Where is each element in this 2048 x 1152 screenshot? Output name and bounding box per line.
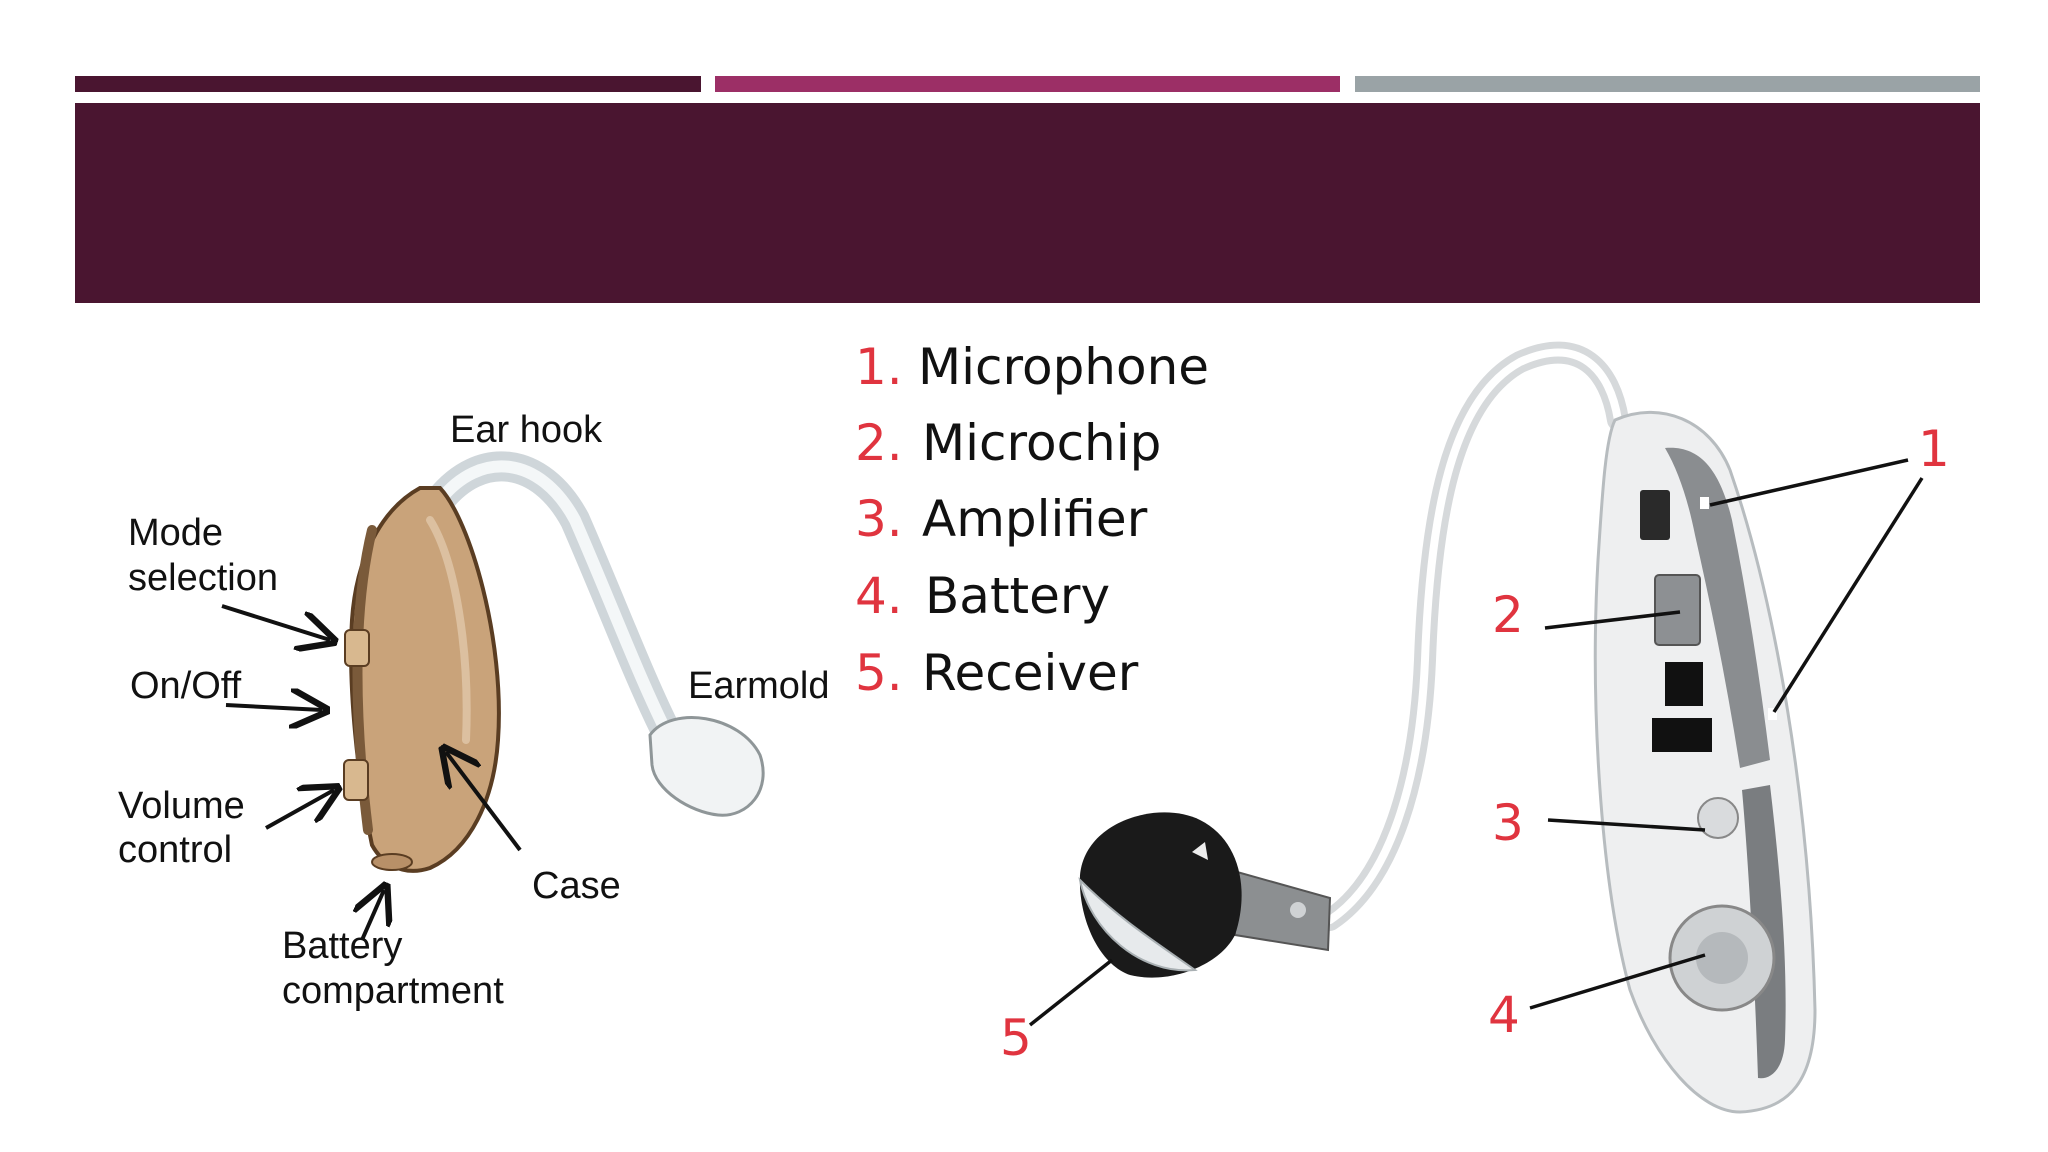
callout-lines (1028, 458, 1924, 1027)
earmold-shape (648, 716, 765, 817)
callout-line-1b (1772, 477, 1924, 713)
callout-number-2: 2 (1492, 586, 1524, 644)
parts-list-label-1: Microphone (918, 338, 1209, 396)
callout-number-1: 1 (1918, 420, 1950, 478)
cutaway-hearing-aid-illustration (1078, 341, 1817, 1114)
parts-list-label-4: Battery (925, 567, 1110, 625)
callout-number-5: 5 (1000, 1009, 1032, 1067)
arrow-onoff (225, 705, 322, 710)
mic-port-upper (1700, 497, 1709, 509)
callout-line-2 (1544, 610, 1681, 630)
component-microchip (1654, 574, 1701, 646)
callout-line-5 (1028, 958, 1114, 1027)
receiver-dome-clear (1078, 876, 1198, 972)
arrow-case (446, 752, 522, 852)
label-onoff: On/Off (130, 665, 242, 707)
parts-list: 1. Microphone 2. Microchip 3. Amplifier … (855, 338, 1209, 702)
callout-line-1a (1709, 458, 1909, 507)
parts-list-label-2: Microchip (922, 414, 1161, 472)
parts-list-num-5: 5. (855, 644, 903, 702)
title-band (75, 103, 1980, 303)
ear-hook-tube-highlight (434, 460, 674, 741)
volume-wheel (343, 759, 369, 801)
receiver-wire-highlight (1326, 348, 1622, 924)
label-case: Case (532, 865, 621, 907)
label-volume-line2: control (118, 829, 232, 871)
callout-line-3 (1547, 818, 1706, 832)
label-battery-line1: Battery (282, 925, 402, 967)
left-arrows (221, 604, 522, 941)
label-battery-line2: compartment (282, 970, 504, 1012)
callout-number-3: 3 (1492, 794, 1524, 852)
parts-list-label-5: Receiver (922, 644, 1139, 702)
component-mic-block (1640, 490, 1670, 540)
receiver-bracket (1228, 868, 1332, 952)
parts-list-num-3: 3. (855, 490, 903, 548)
parts-list-num-1: 1. (855, 338, 903, 396)
arrow-battery (362, 890, 384, 941)
accent-bar-magenta (715, 76, 1340, 92)
component-chip-lower (1665, 662, 1703, 706)
accent-bar-gray (1355, 76, 1980, 92)
label-earmold: Earmold (688, 665, 830, 707)
mic-port-lower (1768, 708, 1777, 720)
aid-back-strip-upper (1665, 447, 1770, 768)
receiver-bracket-hole (1290, 902, 1306, 918)
label-ear-hook: Ear hook (450, 409, 603, 451)
component-amp-block (1652, 718, 1712, 752)
label-mode-line2: selection (128, 557, 278, 599)
component-amplifier (1697, 797, 1739, 839)
receiver-wire (1319, 341, 1629, 931)
component-battery-core (1696, 932, 1748, 984)
callout-number-4: 4 (1488, 986, 1520, 1044)
parts-list-label-3: Amplifier (922, 490, 1148, 548)
parts-list-num-2: 2. (855, 414, 903, 472)
callout-line-4 (1529, 953, 1706, 1010)
mode-button (344, 629, 370, 667)
arrow-mode (221, 604, 330, 640)
dome-vent (1192, 842, 1208, 860)
parts-list-num-4: 4. (855, 567, 903, 625)
bte-hearing-aid-illustration (343, 451, 765, 873)
battery-door (371, 853, 413, 871)
accent-bar-dark (75, 76, 701, 92)
case-highlight (426, 516, 471, 744)
arrow-volume (265, 790, 334, 830)
label-mode-line1: Mode (128, 512, 223, 554)
label-volume-line1: Volume (118, 785, 245, 827)
